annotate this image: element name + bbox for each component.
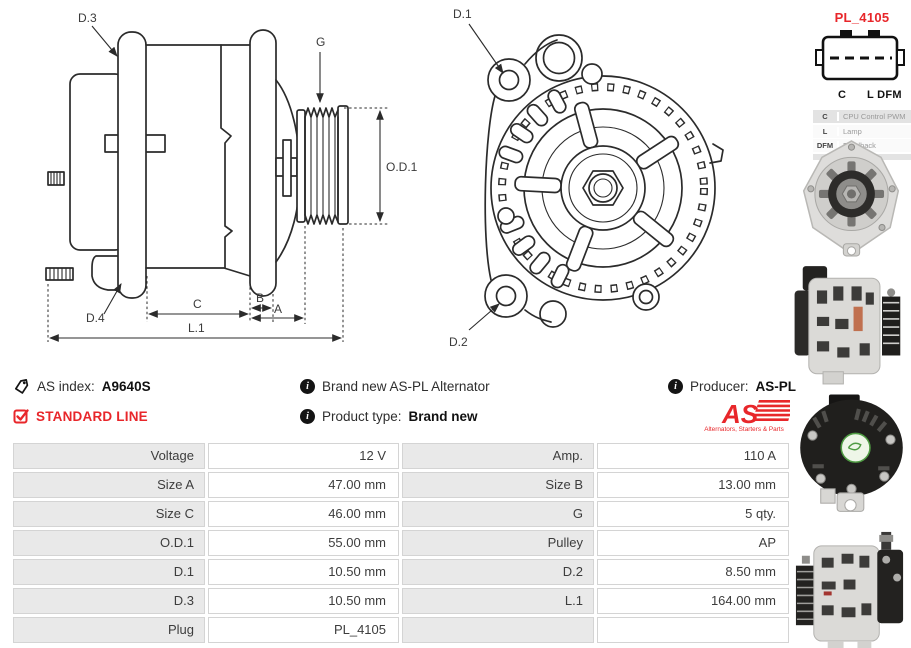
spec-value: 110 A: [597, 443, 789, 469]
dim-label-d2: D.2: [449, 335, 468, 349]
spec-label: Size C: [13, 501, 205, 527]
as-pl-logo: AS Alternators, Starters & Parts: [698, 397, 796, 440]
table-row: Plug PL_4105: [13, 617, 789, 643]
legend-desc: CPU Control PWM: [843, 112, 906, 121]
spec-label: Voltage: [13, 443, 205, 469]
spec-value: 8.50 mm: [597, 559, 789, 585]
product-type-value: Brand new: [408, 408, 478, 424]
spec-value: 164.00 mm: [597, 588, 789, 614]
info-icon: i: [300, 378, 315, 394]
as-index-label: AS index:: [37, 378, 95, 394]
spec-label: Pulley: [402, 530, 594, 556]
spec-value: 46.00 mm: [208, 501, 399, 527]
dim-label-d3: D.3: [78, 11, 97, 25]
spec-value: 12 V: [208, 443, 399, 469]
spec-value: 13.00 mm: [597, 472, 789, 498]
table-row: D.3 10.50 mm L.1 164.00 mm: [13, 588, 789, 614]
standard-line-item: STANDARD LINE: [13, 407, 148, 425]
product-type-label: Product type:: [322, 408, 402, 424]
brand-new-text: Brand new AS-PL Alternator: [322, 378, 490, 394]
dim-label-b: B: [256, 291, 264, 305]
spec-label: Plug: [13, 617, 205, 643]
info-icon: i: [300, 408, 315, 424]
alternator-front-view-diagram: D.1 D.2: [449, 7, 724, 349]
spec-value: 47.00 mm: [208, 472, 399, 498]
spec-value: 10.50 mm: [208, 559, 399, 585]
spec-label: O.D.1: [13, 530, 205, 556]
legend-pin: C: [813, 112, 839, 121]
spec-label: D.1: [13, 559, 205, 585]
legend-pin: DFM: [813, 141, 839, 150]
dim-label-l1: L.1: [188, 321, 205, 335]
spec-value: [597, 617, 789, 643]
spec-label: Amp.: [402, 443, 594, 469]
plug-code-title: PL_4105: [834, 10, 890, 25]
dim-label-a: A: [274, 302, 282, 316]
as-pl-logo-subtitle: Alternators, Starters & Parts: [704, 426, 784, 433]
plug-pin-labels: C L DFM: [813, 89, 911, 101]
info-icon: i: [668, 378, 683, 394]
table-row: D.1 10.50 mm D.2 8.50 mm: [13, 559, 789, 585]
spec-value: 10.50 mm: [208, 588, 399, 614]
product-photo-rear[interactable]: [792, 392, 911, 525]
producer-label: Producer:: [690, 378, 749, 394]
standard-line-label: STANDARD LINE: [36, 408, 148, 424]
product-photo-side-left[interactable]: [792, 524, 911, 648]
dim-label-d1: D.1: [453, 7, 472, 21]
spec-label: [402, 617, 594, 643]
as-index-item: AS index: A9640S: [13, 377, 151, 395]
plug-connector-drawing: [815, 30, 905, 81]
spec-label: D.3: [13, 588, 205, 614]
spec-value: AP: [597, 530, 789, 556]
spec-value: PL_4105: [208, 617, 399, 643]
dim-label-od1: O.D.1: [386, 160, 418, 174]
producer-item: i Producer: AS-PL: [668, 377, 796, 395]
as-pl-logo-text: AS: [721, 399, 759, 429]
legend-desc: Lamp: [843, 127, 862, 136]
producer-value: AS-PL: [755, 378, 797, 394]
plug-pin-c: C: [838, 89, 846, 101]
dim-label-c: C: [193, 297, 202, 311]
spec-label: G: [402, 501, 594, 527]
tag-icon: [14, 378, 29, 394]
product-photo-front[interactable]: [792, 138, 911, 263]
legend-row: L Lamp: [813, 125, 911, 138]
spec-table: Voltage 12 V Amp. 110 A Size A 47.00 mm …: [10, 440, 792, 646]
product-photo-side-right[interactable]: [792, 262, 911, 393]
spec-value: 55.00 mm: [208, 530, 399, 556]
spec-value: 5 qty.: [597, 501, 789, 527]
legend-row: C CPU Control PWM: [813, 110, 911, 123]
as-index-value: A9640S: [101, 378, 151, 394]
spec-label: D.2: [402, 559, 594, 585]
spec-label: Size A: [13, 472, 205, 498]
dim-label-g: G: [316, 35, 325, 49]
table-row: Voltage 12 V Amp. 110 A: [13, 443, 789, 469]
product-type-item: i Product type: Brand new: [300, 407, 478, 425]
table-row: Size A 47.00 mm Size B 13.00 mm: [13, 472, 789, 498]
table-row: Size C 46.00 mm G 5 qty.: [13, 501, 789, 527]
dim-label-d4: D.4: [86, 311, 105, 325]
spec-label: Size B: [402, 472, 594, 498]
legend-pin: L: [813, 127, 839, 136]
alternator-side-view-diagram: D.3 D.4 G O.D.1 C B A L.1: [45, 11, 418, 342]
table-row: O.D.1 55.00 mm Pulley AP: [13, 530, 789, 556]
plug-pin-ldfm: L DFM: [866, 89, 902, 101]
brand-new-item: i Brand new AS-PL Alternator: [300, 377, 490, 395]
checkbox-checked-icon: [13, 409, 29, 424]
spec-label: L.1: [402, 588, 594, 614]
